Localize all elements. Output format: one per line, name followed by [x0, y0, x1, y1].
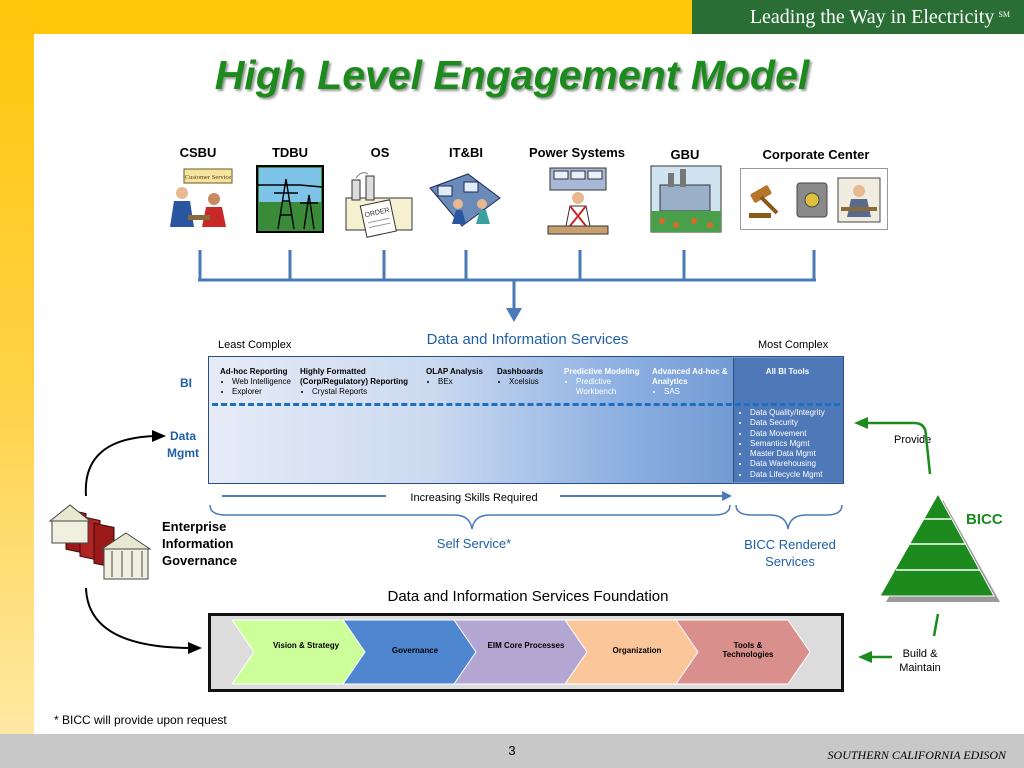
tagline-text: Leading the Way in Electricity [749, 6, 995, 28]
tool-item: Explorer [232, 387, 302, 397]
tool-item: SAS [664, 387, 732, 397]
tool-item: Xcelsius [509, 377, 559, 387]
tool-item: Web Intelligence [232, 377, 302, 387]
unit-label-itbi: IT&BI [449, 145, 483, 160]
power-plant-clipart [650, 165, 722, 233]
bicc-label: BICC [966, 511, 1003, 528]
left-accent-bar [0, 0, 34, 734]
tool-title: OLAP Analysis [426, 367, 483, 376]
chevron-step-0 [232, 619, 367, 685]
dm-item: Data Lifecycle Mgmt [750, 470, 842, 480]
dm-item: Data Movement [750, 429, 842, 439]
dm-item: Semantics Mgmt [750, 439, 842, 449]
step-governance: Governance [391, 646, 439, 655]
slide-title: High Level Engagement Model [214, 52, 810, 98]
chevron-step-4 [675, 619, 811, 685]
self-service-label: Self Service* [436, 536, 512, 551]
dm-item: Master Data Mgmt [750, 449, 842, 459]
bi-label: BI [180, 376, 192, 390]
foundation-heading: Data and Information Services Foundation [387, 588, 669, 605]
page-number: 3 [508, 743, 516, 758]
dm-item: Data Quality/Integrity [750, 408, 842, 418]
least-complex-label: Least Complex [218, 339, 292, 351]
company-name: SOUTHERN CALIFORNIA EDISON [827, 748, 1006, 762]
bicc-rendered-label: BICC Rendered Services [744, 537, 836, 569]
unit-label-corporate-center: Corporate Center [762, 147, 870, 162]
step-eim-core-processes: EIM Core Processes [487, 641, 565, 650]
data-mgmt-label: Data Mgmt [167, 429, 199, 460]
step-organization: Organization [612, 646, 662, 655]
bi-dm-divider [212, 403, 840, 406]
dm-item: Data Security [750, 418, 842, 428]
tool-formatted-reporting: Highly Formatted (Corp/Regulatory) Repor… [300, 367, 422, 397]
corporate-center-pictures [740, 168, 888, 230]
tool-title: Advanced Ad-hoc & Analytics [652, 367, 728, 386]
unit-label-csbu: CSBU [179, 145, 217, 160]
gavel-icon [749, 185, 779, 218]
unit-connectors [198, 250, 816, 322]
tool-advanced-analytics: Advanced Ad-hoc & Analytics SAS [652, 367, 732, 397]
governance-clipart [48, 504, 152, 580]
foundation-chevrons [232, 619, 811, 685]
service-mark: SM [998, 10, 1010, 19]
skills-label: Increasing Skills Required [410, 492, 538, 504]
footer-bar [0, 734, 1024, 768]
tool-item: BEx [438, 377, 494, 387]
bicc-arrows [854, 417, 940, 663]
unit-label-power-systems: Power Systems [528, 145, 626, 160]
pyramid-icon [879, 494, 1000, 602]
tool-olap-analysis: OLAP Analysis BEx [426, 367, 494, 387]
skills-arrow [222, 491, 732, 501]
tool-ad-hoc-reporting: Ad-hoc Reporting Web IntelligenceExplore… [220, 367, 302, 397]
unit-label-tdbu: TDBU [271, 145, 309, 160]
bicc-tools-panel [733, 358, 843, 482]
footnote: * BICC will provide upon request [54, 713, 227, 727]
building-icon [48, 504, 152, 580]
service-braces [209, 504, 843, 530]
tool-title: Dashboards [497, 367, 544, 376]
governance-arrows [84, 430, 202, 654]
tool-title: Predictive Modeling [564, 367, 640, 376]
tool-title: Highly Formatted (Corp/Regulatory) Repor… [300, 367, 408, 386]
step-vision-strategy: Vision & Strategy [272, 641, 340, 650]
tool-item: Crystal Reports [312, 387, 422, 397]
services-heading: Data and Information Services [426, 331, 629, 348]
provide-label: Provide [894, 434, 932, 446]
unit-label-os: OS [370, 145, 390, 160]
build-maintain-label: Build & Maintain [899, 648, 941, 674]
office-worker-clipart [837, 177, 881, 223]
tool-dashboards: Dashboards Xcelsius [497, 367, 559, 387]
customer-service-clipart: Customer Service [170, 168, 233, 227]
transmission-tower-clipart [256, 165, 324, 233]
control-room-clipart [547, 167, 609, 235]
it-workers-clipart [429, 173, 501, 227]
governance-label: Enterprise Information Governance [162, 519, 238, 568]
safe-icon [796, 182, 828, 218]
step-tools-technologies: Tools & Technologies [722, 641, 774, 659]
most-complex-label: Most Complex [758, 339, 829, 351]
unit-label-gbu: GBU [670, 147, 700, 162]
tool-title: Ad-hoc Reporting [220, 367, 288, 376]
dm-item: Data Warehousing [750, 459, 842, 469]
tool-item: Predictive Workbench [576, 377, 652, 397]
factory-order-clipart: ORDER [345, 172, 413, 238]
all-bi-tools-label: All BI Tools [765, 367, 810, 376]
tool-predictive-modeling: Predictive Modeling Predictive Workbench [564, 367, 652, 397]
data-mgmt-list: Data Quality/Integrity Data Security Dat… [740, 408, 842, 480]
sign-text: Customer Service [185, 174, 232, 181]
